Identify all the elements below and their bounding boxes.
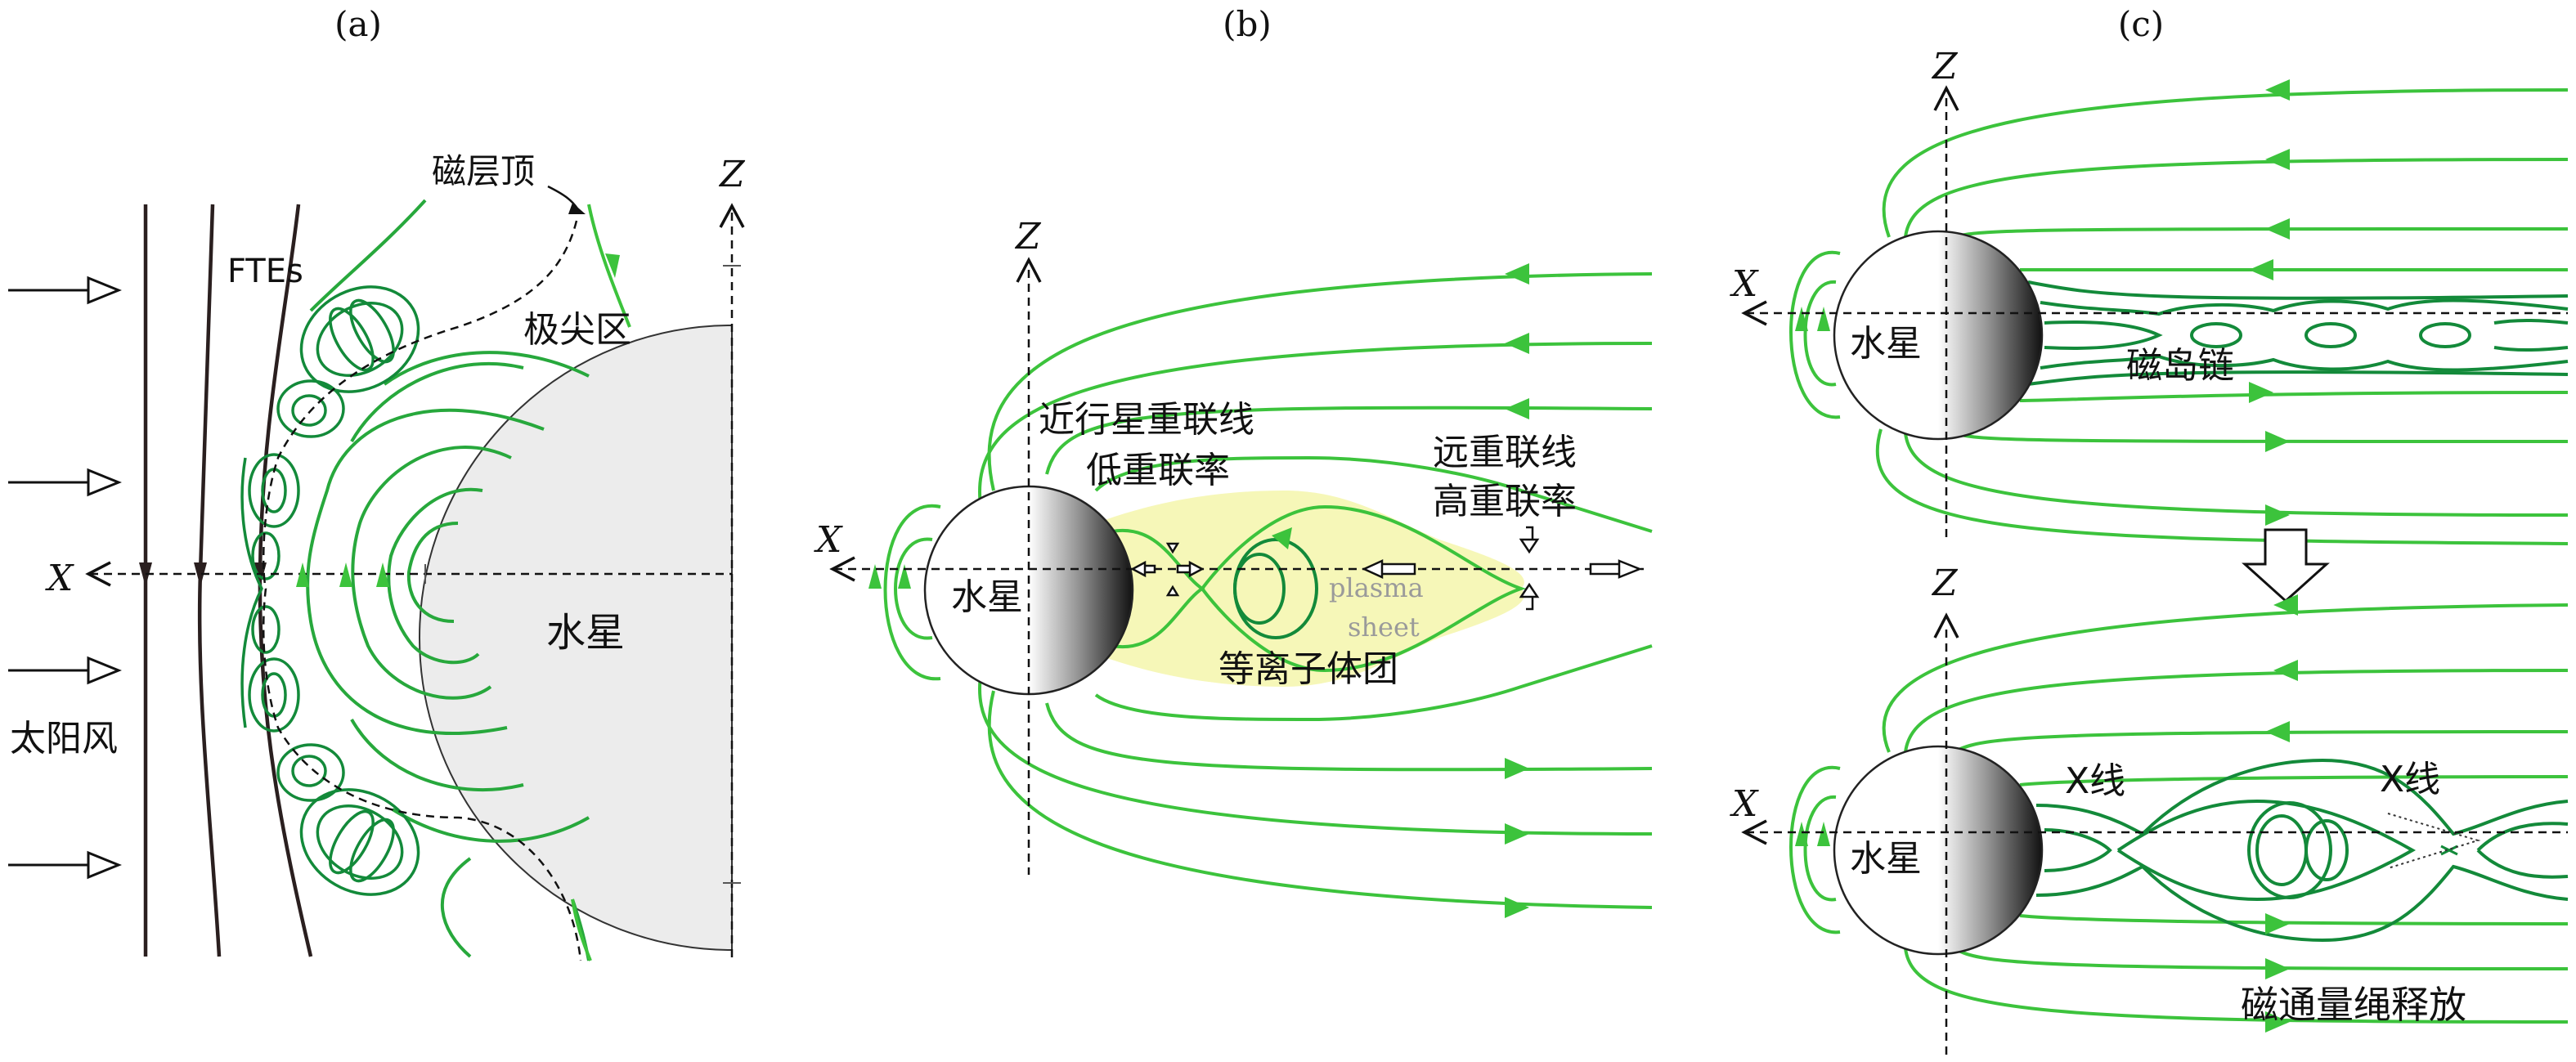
axis-x-a-arrow: [85, 561, 111, 587]
panel-b-label: (b): [1223, 4, 1272, 44]
field-arrows-b: [868, 263, 1529, 918]
field-lines-b: [883, 272, 1653, 909]
field-lines-c-top: [1789, 88, 2569, 545]
field-lines-a: [306, 199, 590, 961]
field-arrows-a: [296, 562, 389, 587]
ftes-a: [240, 285, 420, 896]
cusp-label: 极尖区: [523, 309, 631, 351]
axis-x-c-top-arrow: [1741, 300, 1767, 326]
lower-cusp-a: [571, 898, 592, 961]
x-line-label-2: X线: [2380, 759, 2440, 800]
axis-z-b-arrow: [1016, 257, 1042, 283]
axis-x-a-label: X: [45, 558, 74, 599]
solar-wind-label: 太阳风: [10, 718, 118, 760]
axis-z-c-top-label: Z: [1931, 46, 1959, 87]
axis-x-b-label: X: [814, 519, 843, 561]
panel-c-label: (c): [2118, 4, 2164, 44]
axis-z-b-label: Z: [1014, 216, 1042, 258]
axis-z-a-label: Z: [718, 154, 746, 195]
axis-z-c-top-arrow: [1933, 85, 1959, 111]
x-line-label-1: X线: [2065, 760, 2125, 802]
panel-a-label: (a): [334, 4, 382, 44]
magnetopause-label: 磁层顶: [432, 151, 535, 191]
plasma-sheet-label-1: plasma: [1329, 572, 1424, 603]
outflow-arrows-b: [1130, 526, 1643, 611]
transition-arrow: [2242, 528, 2330, 603]
xline-arrow-outline: [2387, 813, 2481, 869]
planet-c-bottom-label: 水星: [1850, 838, 1922, 880]
flux-rope: [2035, 758, 2569, 943]
near-line-label-2: 低重联率: [1086, 450, 1230, 491]
panel-b: (b): [814, 4, 1653, 918]
axis-x-b-arrow: [829, 556, 855, 582]
cusp-line-a: [587, 204, 631, 328]
axis-z-c-bottom-arrow: [1933, 612, 1959, 639]
axis-x-c-bottom-label: X: [1730, 783, 1759, 825]
planet-c-top-label: 水星: [1850, 323, 1922, 365]
plasmoid-loops: [1233, 538, 1318, 639]
imf-lines: [143, 204, 313, 957]
magnetopause-pointer-head: [568, 203, 586, 214]
axis-x-c-top-label: X: [1730, 263, 1759, 305]
panel-c: (c): [1730, 4, 2569, 1059]
ftes-label: FTEs: [227, 253, 303, 290]
axis-x-c-bottom-arrow: [1741, 819, 1767, 845]
island-chain-label: 磁岛链: [2126, 345, 2234, 387]
axis-z-c-bottom-label: Z: [1931, 562, 1959, 604]
planet-a-label: 水星: [546, 610, 625, 656]
panel-c-bottom: 水星 X Z X线 X线 磁通量绳释放: [1730, 562, 2569, 1059]
panel-a: (a) 太阳风 水星: [8, 4, 746, 961]
far-line-label-1: 远重联线: [1433, 432, 1577, 473]
panel-c-top: 水星 X Z 磁岛链: [1730, 46, 2569, 545]
far-line-label-2: 高重联率: [1433, 481, 1577, 522]
field-lines-c-bottom: [1789, 603, 2569, 1024]
near-line-label-1: 近行星重联线: [1039, 399, 1254, 441]
magnetopause-line: [262, 220, 582, 961]
solar-wind-arrows: [8, 276, 122, 880]
plasma-sheet-label-2: sheet: [1348, 612, 1420, 643]
axis-z-a-arrow: [719, 203, 745, 228]
plasmoid-label: 等离子体团: [1218, 648, 1398, 690]
planet-b-label: 水星: [951, 576, 1023, 618]
field-arrows-c-top: [1795, 79, 2290, 526]
flux-rope-label: 磁通量绳释放: [2241, 983, 2466, 1027]
island-chain: [2027, 280, 2569, 386]
cusp-arrow-a: [605, 253, 620, 278]
field-arrows-c-bottom: [1795, 594, 2298, 1033]
planet-a: [419, 324, 733, 952]
plasma-sheet: [1096, 491, 1524, 687]
